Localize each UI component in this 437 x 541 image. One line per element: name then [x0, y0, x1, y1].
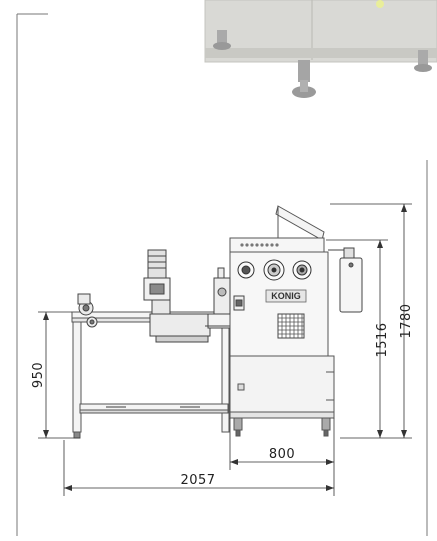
page-frame — [16, 13, 428, 536]
dimension-machine-width: 800 — [269, 447, 295, 462]
coolant-tank — [328, 247, 363, 313]
dimension-machine-height: 1516 — [375, 322, 390, 357]
dimension-overall-height: 1780 — [399, 303, 414, 338]
control-knobs — [237, 259, 312, 281]
infeed-roller — [77, 293, 98, 328]
ventilation-grid — [277, 313, 305, 339]
carriage — [149, 313, 231, 343]
dimension-lines — [38, 203, 412, 496]
dimension-overall-width: 2057 — [180, 473, 215, 488]
side-switch — [233, 295, 245, 311]
blade-guard — [213, 267, 231, 315]
brand-logo-text: KONIG — [271, 291, 301, 301]
dimension-table-height: 950 — [31, 362, 46, 388]
brand-logo: KONIG — [265, 289, 307, 303]
drive-motor — [143, 249, 171, 315]
machine-photo-fragment — [204, 0, 437, 98]
